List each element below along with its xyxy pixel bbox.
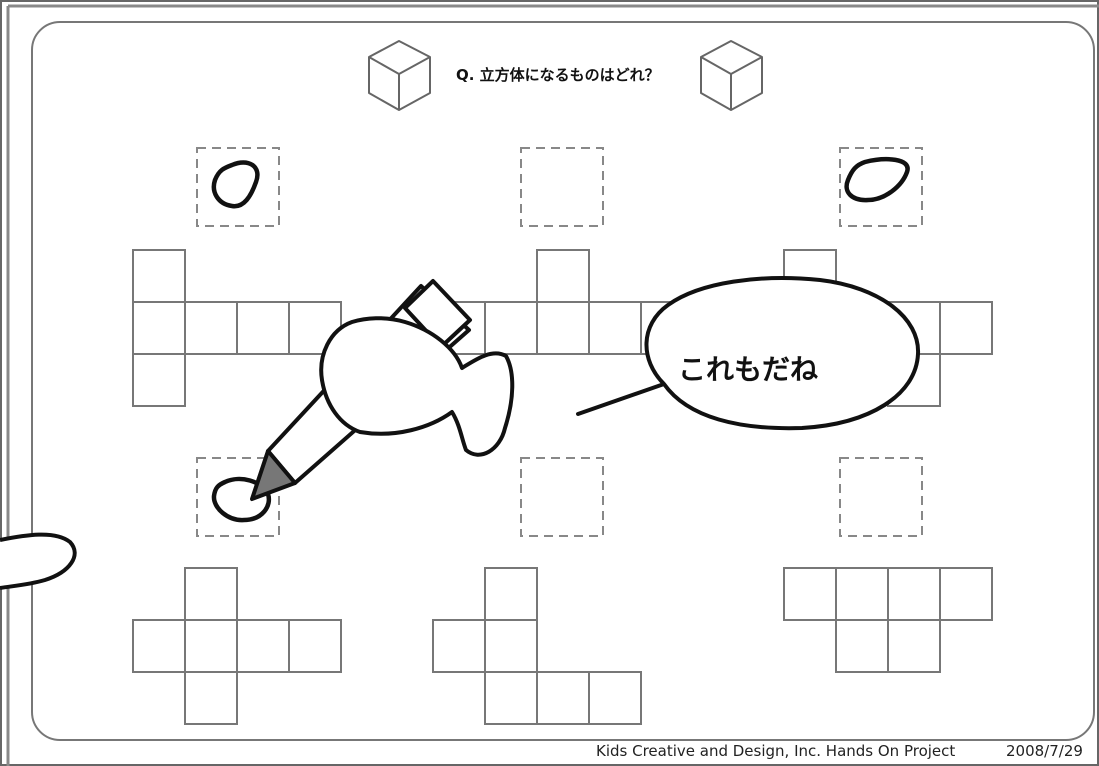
footer-credit: Kids Creative and Design, Inc. Hands On … <box>596 742 955 760</box>
speech-bubble-text: これもだね <box>678 348 818 388</box>
question-title: Q. 立方体になるものはどれ？ <box>456 64 660 85</box>
footer-date: 2008/7/29 <box>1006 742 1083 760</box>
